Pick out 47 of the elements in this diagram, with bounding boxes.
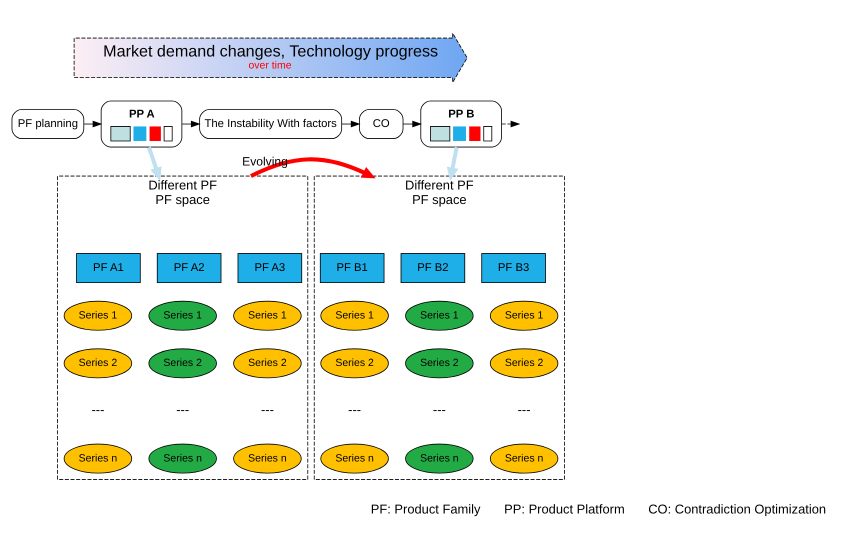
node-ellipse: Series 1 xyxy=(490,300,558,331)
node-box: PP A xyxy=(100,100,182,148)
node-ellipse: Series n xyxy=(405,444,474,474)
edge-label: Evolving xyxy=(242,154,288,169)
node-box: CO xyxy=(359,109,404,139)
arrow xyxy=(182,120,201,128)
node-box: PF planning xyxy=(12,109,84,139)
node-ellipse: Series 2 xyxy=(320,348,389,378)
node-ellipse: Series n xyxy=(490,444,558,474)
node-ellipse: Series 1 xyxy=(148,300,217,331)
label: --- xyxy=(348,402,362,418)
label: PF: Product Family xyxy=(370,501,480,516)
node-ellipse: Series n xyxy=(64,444,132,474)
label: --- xyxy=(432,402,446,418)
label: --- xyxy=(260,402,274,418)
node-ellipse: Series n xyxy=(233,444,302,474)
arrow xyxy=(250,157,376,178)
arrow xyxy=(84,120,102,128)
label: --- xyxy=(91,402,104,418)
node-box: PF A1 xyxy=(76,253,141,284)
node-box: The Instability With factors xyxy=(199,109,342,139)
node-ellipse: Series 2 xyxy=(148,348,217,378)
arrow xyxy=(446,146,459,182)
arrow xyxy=(501,120,520,128)
node-ellipse: Series 1 xyxy=(320,300,389,331)
node-box: PP B xyxy=(420,100,502,148)
node-box: PF B1 xyxy=(320,253,384,284)
node-ellipse: Series 2 xyxy=(405,348,474,378)
node-box: PF A2 xyxy=(156,253,222,284)
node-ellipse: Series 1 xyxy=(64,300,132,331)
arrow xyxy=(402,120,422,128)
node-box: PF A3 xyxy=(238,253,302,284)
arrow xyxy=(341,120,361,128)
label: CO: Contradiction Optimization xyxy=(648,501,826,516)
arrow xyxy=(147,146,162,181)
node-box: PF B2 xyxy=(400,253,466,284)
label: --- xyxy=(518,402,531,418)
node-ellipse: Series 2 xyxy=(64,348,132,378)
node-ellipse: Series 1 xyxy=(405,300,474,331)
node-ellipse: Series 2 xyxy=(490,348,558,378)
node-ellipse: Series 1 xyxy=(233,300,302,331)
node-ellipse: Series n xyxy=(148,444,217,474)
label: --- xyxy=(176,402,190,418)
label: PP: Product Platform xyxy=(504,501,625,516)
node-ellipse: Series 2 xyxy=(233,348,302,378)
node-box: PF B3 xyxy=(481,253,546,284)
node-ellipse: Series n xyxy=(320,444,389,474)
